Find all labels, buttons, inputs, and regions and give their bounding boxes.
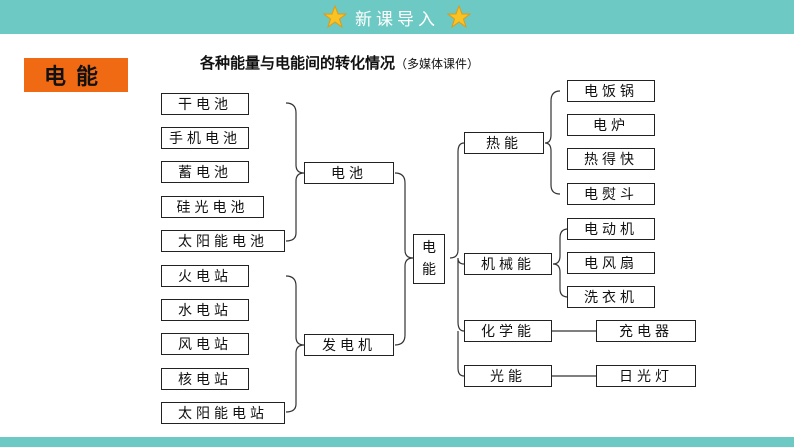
source-solar-cell: 太阳能电池 (161, 230, 285, 252)
star-icon (447, 5, 471, 29)
source-dry-battery: 干电池 (161, 93, 249, 115)
electric-energy-node: 电 能 (413, 234, 445, 284)
star-icon (323, 5, 347, 29)
source-solar-plant: 太阳能电站 (161, 402, 285, 424)
header-title-group: 新课导入 (0, 0, 794, 34)
chemical-energy-node: 化学能 (464, 320, 552, 342)
source-storage-battery: 蓄电池 (161, 161, 249, 183)
diagram-heading: 各种能量与电能间的转化情况（多媒体课件） (200, 52, 660, 74)
battery-node: 电池 (304, 162, 394, 184)
device-rice-cooker: 电饭锅 (567, 80, 655, 102)
source-hydro-plant: 水电站 (161, 299, 249, 321)
center-char-2: 能 (422, 262, 436, 278)
mechanical-energy-node: 机械能 (464, 253, 552, 275)
device-fluorescent-lamp: 日光灯 (596, 365, 696, 387)
header-title: 新课导入 (355, 9, 439, 30)
source-silicon-cell: 硅光电池 (161, 196, 264, 218)
device-electric-motor: 电动机 (567, 218, 655, 240)
topic-badge: 电能 (24, 58, 128, 92)
device-washing-machine: 洗衣机 (567, 286, 655, 308)
footer-bar (0, 437, 794, 447)
header-bar: 新课导入 (0, 0, 794, 34)
source-thermal-plant: 火电站 (161, 265, 249, 287)
generator-node: 发电机 (304, 334, 394, 356)
light-energy-node: 光能 (464, 365, 552, 387)
source-nuclear-plant: 核电站 (161, 368, 249, 390)
device-electric-stove: 电炉 (567, 114, 655, 136)
device-charger: 充电器 (596, 320, 696, 342)
heading-sub: （多媒体课件） (395, 57, 480, 71)
device-electric-iron: 电熨斗 (567, 183, 655, 205)
device-electric-fan: 电风扇 (567, 252, 655, 274)
heat-energy-node: 热能 (464, 132, 544, 154)
device-immersion-heater: 热得快 (567, 148, 655, 170)
source-wind-plant: 风电站 (161, 333, 249, 355)
center-char-1: 电 (422, 240, 436, 256)
source-phone-battery: 手机电池 (161, 127, 249, 149)
heading-main: 各种能量与电能间的转化情况 (200, 54, 396, 72)
